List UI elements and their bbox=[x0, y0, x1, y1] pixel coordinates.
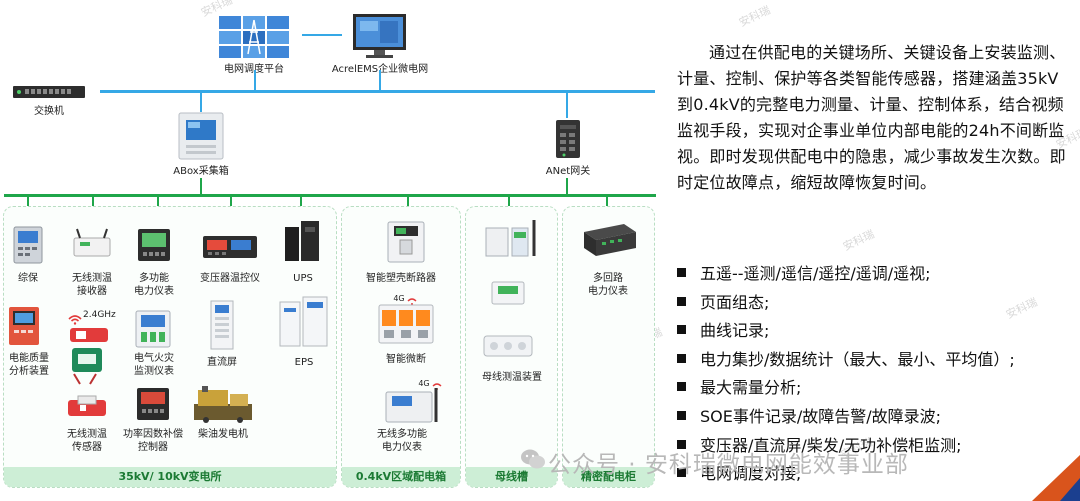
abox-label: ABox采集箱 bbox=[173, 166, 229, 177]
frequency-label: 2.4GHz bbox=[83, 310, 116, 320]
ups-icon bbox=[283, 219, 323, 263]
multi-circuit-meter-icon bbox=[580, 222, 638, 258]
description-paragraph: 通过在供配电的关键场所、关键设备上安装监测、计量、控制、保护等各类智能传感器，搭… bbox=[677, 43, 1066, 192]
multi-circuit-meter-label: 多回路 电力仪表 bbox=[588, 273, 628, 297]
feature-list: 五遥--遥测/遥信/遥控/遥调/遥视; 页面组态; 曲线记录; 电力集抄/数据统… bbox=[677, 260, 1077, 489]
wireless-temp-receiver-label: 无线测温 接收器 bbox=[72, 273, 112, 297]
wechat-icon bbox=[520, 447, 546, 471]
pf-controller-icon bbox=[136, 387, 170, 421]
smart-breaker-label: 智能塑壳断路器 bbox=[366, 273, 436, 284]
wireless-temp-receiver-icon bbox=[70, 228, 114, 258]
signal-4g-label: 4G bbox=[418, 379, 430, 388]
list-item: 曲线记录; bbox=[677, 317, 1077, 346]
multi-meter-icon bbox=[137, 228, 171, 262]
transformer-temp-icon bbox=[202, 235, 258, 259]
anet-label: ANet网关 bbox=[545, 166, 591, 177]
fire-monitor-icon bbox=[135, 310, 171, 348]
grid-dispatch-screen-icon bbox=[219, 16, 289, 58]
watermark: 安科瑞 bbox=[841, 227, 877, 254]
pf-controller-label: 功率因数补偿 控制器 bbox=[123, 429, 183, 453]
eps-icon bbox=[279, 296, 329, 348]
lv-box-title: 0.4kV区域配电箱 bbox=[342, 467, 460, 487]
dc-screen-label: 直流屏 bbox=[207, 357, 237, 368]
substation-title: 35kV/ 10kV变电所 bbox=[4, 467, 336, 487]
busway-title: 母线槽 bbox=[466, 467, 557, 487]
wireless-meter-icon bbox=[384, 386, 444, 424]
wireless-temp-sensor-label: 无线测温 传感器 bbox=[67, 429, 107, 453]
wifi-icon bbox=[432, 376, 442, 390]
abox-cabinet-icon bbox=[178, 112, 224, 160]
busway-sensor-icon bbox=[484, 218, 540, 258]
protection-relay-icon bbox=[13, 226, 43, 264]
wireless-meter-label: 无线多功能 电力仪表 bbox=[377, 429, 427, 453]
ems-label: AcrelEMS企业微电网 bbox=[325, 63, 435, 76]
anet-gateway-icon bbox=[553, 118, 583, 160]
precision-title: 精密配电柜 bbox=[563, 467, 654, 487]
substation-panel: 35kV/ 10kV变电所 bbox=[3, 206, 337, 488]
list-item: SOE事件记录/故障告警/故障录波; bbox=[677, 403, 1077, 432]
diesel-generator-icon bbox=[192, 384, 254, 424]
list-item: 电网调度对接; bbox=[677, 460, 1077, 489]
wifi-icon bbox=[407, 291, 417, 305]
eps-label: EPS bbox=[294, 357, 314, 368]
list-item: 五遥--遥测/遥信/遥控/遥调/遥视; bbox=[677, 260, 1077, 289]
busway-temp-label: 母线测温装置 bbox=[482, 372, 542, 383]
fire-monitor-label: 电气火灾 监测仪表 bbox=[134, 353, 174, 377]
switch-icon bbox=[13, 83, 85, 98]
smart-breaker-icon bbox=[386, 220, 426, 264]
protection-relay-label: 综保 bbox=[18, 273, 38, 284]
sensor-clamp-icon bbox=[66, 392, 108, 422]
list-item: 页面组态; bbox=[677, 289, 1077, 318]
power-quality-label: 电能质量 分析装置 bbox=[9, 353, 49, 377]
smart-mcb-icon bbox=[378, 304, 434, 344]
smart-mcb-label: 智能微断 bbox=[386, 354, 426, 365]
wifi-icon bbox=[68, 310, 82, 325]
list-item: 变压器/直流屏/柴发/无功补偿柜监测; bbox=[677, 432, 1077, 461]
grid-dispatch-label: 电网调度平台 bbox=[219, 63, 289, 76]
ups-label: UPS bbox=[293, 273, 313, 284]
transformer-temp-label: 变压器温控仪 bbox=[200, 273, 260, 284]
dc-screen-icon bbox=[210, 300, 234, 350]
credit-text: 公众号 · 安科瑞微电网能效事业部 bbox=[548, 452, 909, 478]
corner-decoration bbox=[1060, 478, 1080, 501]
power-quality-icon bbox=[8, 306, 40, 346]
list-item: 电力集抄/数据统计（最大、最小、平均值）; bbox=[677, 346, 1077, 375]
switch-label: 交换机 bbox=[34, 106, 64, 117]
wireless-temp-sensor-icon bbox=[66, 326, 112, 386]
busway-sensor-icon bbox=[490, 278, 526, 308]
multi-meter-label: 多功能 电力仪表 bbox=[134, 273, 174, 297]
signal-4g-label: 4G bbox=[393, 294, 405, 303]
busway-sensor-icon bbox=[482, 330, 534, 360]
ems-monitor-icon bbox=[352, 13, 407, 59]
list-item: 最大需量分析; bbox=[677, 374, 1077, 403]
watermark: 安科瑞 bbox=[737, 3, 773, 30]
diesel-generator-label: 柴油发电机 bbox=[198, 429, 248, 440]
